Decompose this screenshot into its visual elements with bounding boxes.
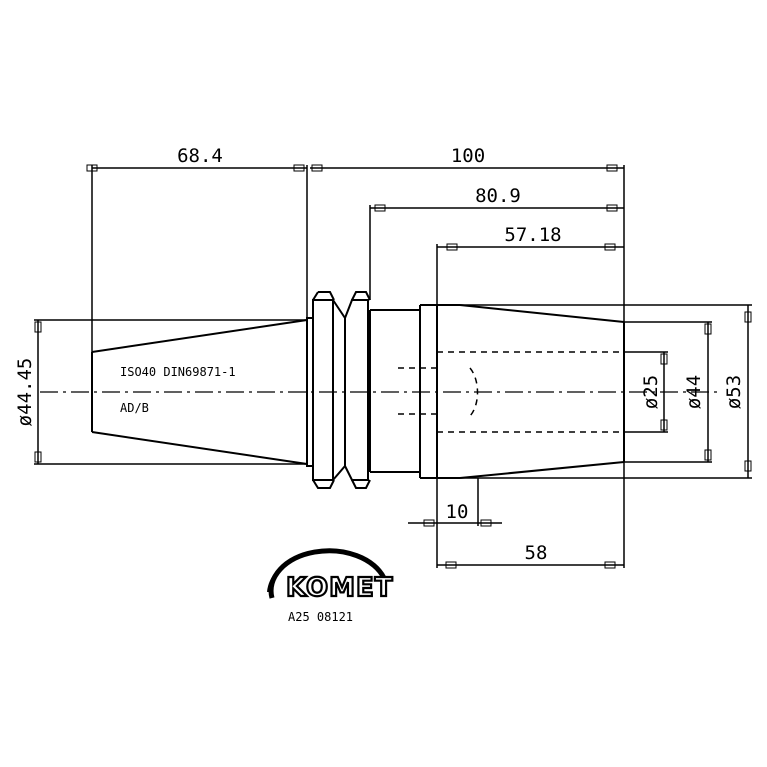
dimension-d44-45: ø44.45	[14, 319, 307, 465]
label-68-4: 68.4	[177, 145, 223, 167]
dimension-d53: ø53	[460, 304, 752, 479]
label-100: 100	[451, 145, 485, 167]
dimension-58: 58	[437, 462, 625, 569]
hidden-bore	[398, 351, 624, 433]
logo-arc	[268, 548, 387, 599]
shaft-body	[370, 304, 625, 479]
dimension-68-4: 68.4	[86, 145, 308, 352]
label-80-9: 80.9	[475, 185, 521, 207]
label-d53: ø53	[723, 375, 745, 409]
label-d25: ø25	[640, 375, 662, 409]
part-number: A25 08121	[288, 610, 353, 624]
dimension-100: 100	[310, 145, 625, 322]
komet-logo: KOMET	[267, 548, 394, 604]
label-d44: ø44	[683, 375, 705, 409]
dimension-d25: ø25	[624, 351, 668, 433]
label-57-18: 57.18	[504, 224, 561, 246]
dimension-d44: ø44	[624, 321, 712, 463]
note-standard: ISO40 DIN69871-1	[120, 365, 236, 379]
logo-wordmark: KOMET	[286, 573, 393, 603]
dimension-80-9: 80.9	[369, 185, 624, 300]
label-d44-45: ø44.45	[14, 358, 36, 427]
label-10: 10	[446, 501, 469, 523]
label-58: 58	[525, 542, 548, 564]
note-form: AD/B	[120, 401, 149, 415]
taper-shank	[91, 319, 308, 465]
dimension-10: 10	[408, 478, 502, 568]
flange-collar	[306, 291, 371, 489]
dimension-57-18: 57.18	[436, 224, 624, 305]
